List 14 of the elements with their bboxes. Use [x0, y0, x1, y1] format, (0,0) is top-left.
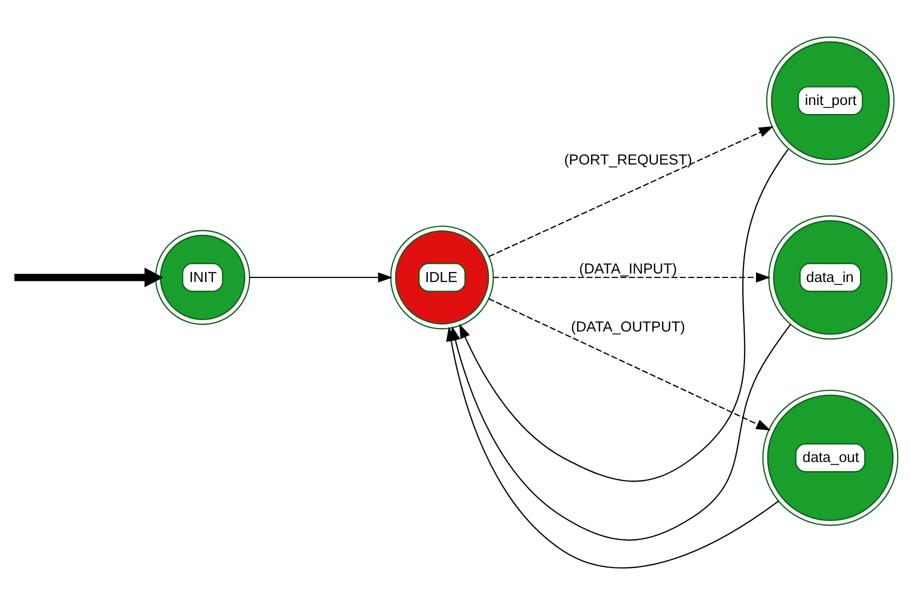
node-circle: init_port	[766, 36, 895, 165]
edge-label: (DATA_OUTPUT)	[571, 319, 686, 336]
arrow	[250, 272, 393, 283]
edge-label: (DATA_INPUT)	[579, 261, 677, 278]
arrow	[488, 298, 771, 430]
arrow	[14, 268, 164, 288]
arrow	[493, 272, 771, 283]
node-circle: INIT	[155, 230, 250, 326]
node-circle: data_out	[762, 390, 898, 526]
edge-label: (PORT_REQUEST)	[564, 152, 692, 168]
arrow	[488, 126, 774, 258]
node-circle: data_in	[768, 215, 892, 340]
arrow	[459, 148, 789, 482]
node-circle: IDLE	[390, 226, 494, 330]
